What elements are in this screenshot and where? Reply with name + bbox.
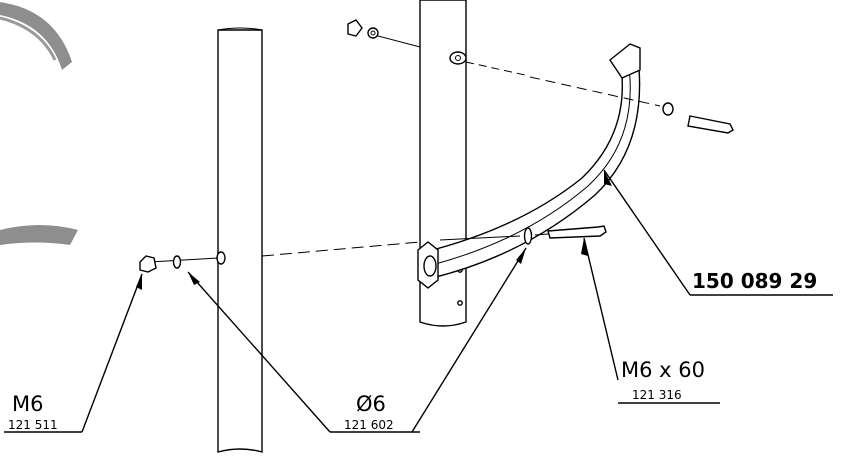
washer-spec-label: Ø6 — [356, 392, 386, 416]
nut-spec-label: M6 — [12, 392, 43, 416]
left-post — [216, 27, 263, 453]
arrow-heads — [136, 170, 612, 290]
left-nut-assembly — [139, 255, 182, 273]
leader-lines — [4, 169, 833, 433]
lower-bolt-assembly — [523, 225, 607, 245]
bolt-code-label: 121 316 — [632, 388, 682, 402]
washer-code-label: 121 602 — [344, 418, 394, 432]
top-nut-assembly — [347, 19, 421, 48]
lower-alignment — [149, 233, 549, 263]
top-right-bolt — [465, 61, 734, 134]
decorative-swoosh — [0, 2, 78, 245]
curved-handle — [417, 43, 641, 289]
bolt-spec-label: M6 x 60 — [621, 358, 705, 382]
nut-code-label: 121 511 — [8, 418, 58, 432]
main-part-number: 150 089 29 — [692, 269, 817, 293]
